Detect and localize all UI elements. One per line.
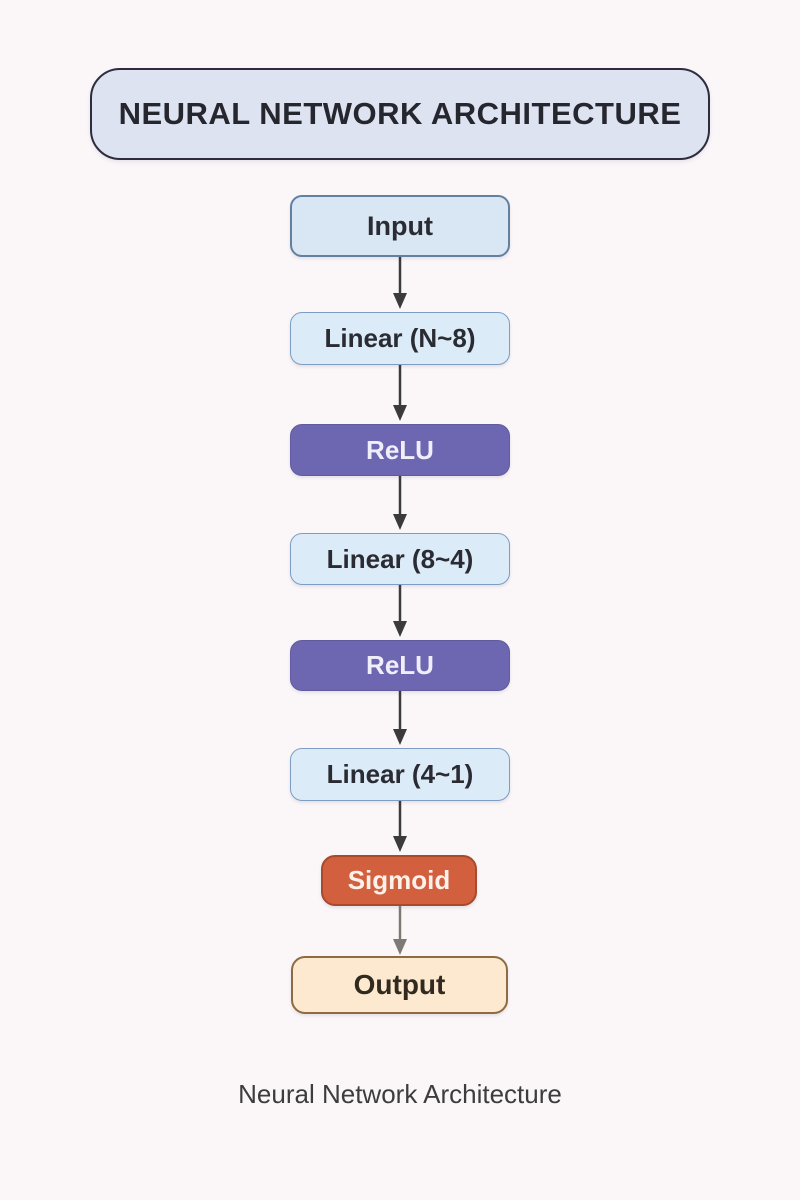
- node-linear-8-4: Linear (8~4): [290, 533, 510, 585]
- node-relu-1-label: ReLU: [366, 434, 434, 465]
- arrow-relu2-to-linear3: [393, 691, 407, 745]
- arrow-input-to-linear1: [393, 257, 407, 309]
- arrow-relu1-to-linear2: [393, 476, 407, 530]
- node-linear-n-8-label: Linear (N~8): [324, 323, 476, 353]
- title-banner: NEURAL NETWORK ARCHITECTURE: [90, 68, 710, 160]
- node-relu-2-label: ReLU: [366, 650, 434, 680]
- node-linear-4-1: Linear (4~1): [290, 748, 510, 801]
- arrow-linear3-to-sigmoid: [393, 801, 407, 852]
- arrow-linear1-to-relu1: [393, 365, 407, 421]
- node-sigmoid-label: Sigmoid: [347, 865, 451, 895]
- arrow-linear2-to-relu2: [393, 585, 407, 637]
- node-input: Input: [290, 195, 510, 257]
- node-output: Output: [291, 956, 508, 1014]
- arrow-sigmoid-to-output: [393, 906, 407, 955]
- node-input-label: Input: [367, 210, 433, 241]
- node-output-label: Output: [353, 969, 446, 1000]
- node-linear-8-4-label: Linear (8~4): [326, 543, 474, 574]
- node-relu-2: ReLU: [290, 640, 510, 691]
- node-linear-n-8: Linear (N~8): [290, 312, 510, 365]
- node-sigmoid: Sigmoid: [321, 855, 477, 906]
- node-relu-1: ReLU: [290, 424, 510, 476]
- title-banner-label: NEURAL NETWORK ARCHITECTURE: [118, 96, 682, 131]
- figure-caption: Neural Network Architecture: [238, 1079, 562, 1109]
- node-linear-4-1-label: Linear (4~1): [326, 759, 474, 789]
